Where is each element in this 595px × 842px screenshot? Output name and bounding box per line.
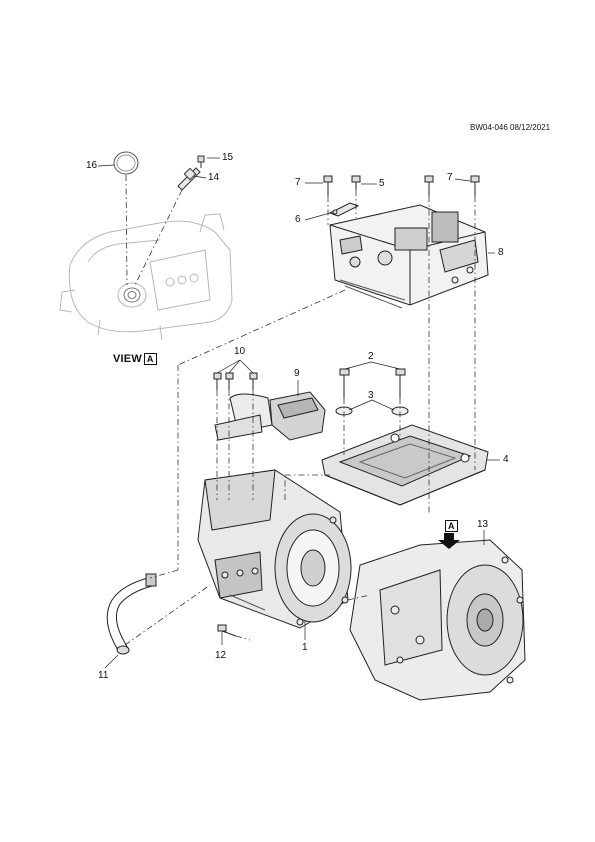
callout-13: 13 [477,519,489,530]
callout-4: 4 [503,454,509,465]
ghost-housing-view-a [59,213,233,341]
callout-10: 10 [234,346,246,357]
assembly-guide-lines [124,174,476,646]
callout-5: 5 [379,178,385,189]
arrow-marker-letter: A [445,520,458,532]
gasket-ring-16 [113,151,139,175]
callout-2: 2 [368,351,374,362]
view-label-text: VIEW [113,353,142,365]
transmission-13 [349,539,526,701]
sensor-14 [177,167,201,191]
document-reference: BW04-046 08/12/2021 [470,123,551,132]
callout-15: 15 [222,152,234,163]
callout-8: 8 [498,247,504,258]
callout-11: 11 [98,670,109,681]
callout-leaders [97,157,500,669]
view-direction-arrow [438,533,460,549]
callout-12: 12 [215,650,227,661]
bolt-12 [217,624,237,637]
callout-9: 9 [294,368,300,379]
callout-7b: 7 [447,172,453,183]
cooling-tray-4 [321,424,489,506]
bolts-10 [213,372,258,390]
callout-1: 1 [302,642,308,653]
bolts-7-5 [323,175,480,196]
callout-3: 3 [368,390,374,401]
callout-6: 6 [295,214,301,225]
callout-14: 14 [208,172,220,183]
view-label-letter: A [143,353,157,365]
callout-7a: 7 [295,177,301,188]
bolt-15 [197,155,205,168]
coolant-hose-11 [106,573,157,655]
callout-16: 16 [86,160,98,171]
electric-motor-1 [197,469,352,629]
bracket-6 [328,202,360,217]
inverter-module-8 [329,204,489,309]
junction-block-9 [214,391,326,441]
